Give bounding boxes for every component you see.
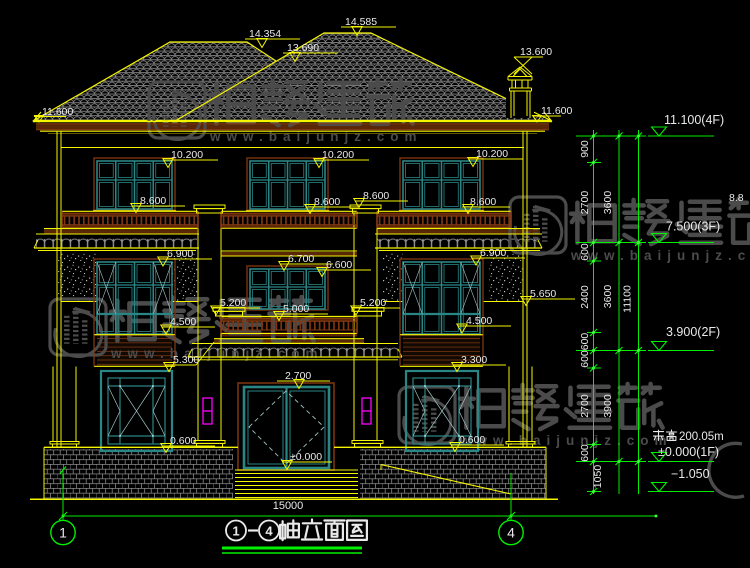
svg-text:±0.000(1F): ±0.000(1F) [658, 445, 719, 459]
svg-text:3600: 3600 [602, 285, 614, 309]
svg-text:4.500: 4.500 [466, 315, 492, 327]
svg-text:6.900: 6.900 [167, 248, 193, 260]
svg-text:900: 900 [579, 140, 591, 158]
svg-text:0.600: 0.600 [459, 434, 485, 446]
svg-text:www.baijunjz.com: www.baijunjz.com [209, 129, 423, 144]
svg-text:11.600: 11.600 [42, 106, 73, 118]
svg-text:8.600: 8.600 [140, 195, 166, 207]
svg-text:5.000: 5.000 [283, 303, 309, 315]
svg-text:1: 1 [59, 525, 67, 541]
svg-text:2.700: 2.700 [285, 370, 311, 382]
svg-text:1: 1 [232, 524, 239, 539]
svg-text:10.200: 10.200 [322, 149, 354, 161]
svg-text:10.200: 10.200 [171, 149, 203, 161]
svg-text:www.baijunjz.com: www.baijunjz.com [459, 433, 673, 448]
svg-text:600: 600 [579, 444, 591, 462]
svg-text:600: 600 [579, 333, 591, 351]
svg-text:8.8: 8.8 [729, 192, 744, 204]
svg-text:3.300: 3.300 [461, 354, 487, 366]
svg-text:0.600: 0.600 [170, 435, 196, 447]
svg-text:8.600: 8.600 [314, 196, 340, 208]
svg-text:11100: 11100 [622, 285, 634, 313]
svg-text:14.585: 14.585 [345, 16, 377, 28]
svg-text:5.650: 5.650 [530, 288, 556, 300]
svg-text:6.900: 6.900 [480, 247, 506, 259]
svg-text:3900: 3900 [602, 394, 614, 418]
svg-text:8.600: 8.600 [363, 190, 389, 202]
svg-text:3.900(2F): 3.900(2F) [666, 325, 720, 339]
svg-text:4.500: 4.500 [170, 316, 196, 328]
svg-text:6.600: 6.600 [326, 259, 352, 271]
svg-text:2700: 2700 [579, 191, 591, 215]
svg-text:±0.000: ±0.000 [290, 451, 322, 463]
svg-text:2700: 2700 [579, 394, 591, 418]
svg-text:−1.050: −1.050 [671, 467, 710, 481]
svg-text:5.300: 5.300 [173, 354, 199, 366]
svg-text:3600: 3600 [602, 191, 614, 215]
svg-text:10.200: 10.200 [476, 148, 508, 160]
svg-text:200.05m: 200.05m [679, 431, 724, 443]
svg-text:5.200: 5.200 [220, 297, 246, 309]
svg-text:5.200: 5.200 [360, 297, 386, 309]
svg-text:15000: 15000 [273, 500, 304, 512]
svg-text:www.baijunjz.com: www.baijunjz.com [110, 346, 324, 361]
svg-text:11.600: 11.600 [541, 105, 572, 117]
svg-text:6.700: 6.700 [288, 253, 314, 265]
svg-text:600: 600 [579, 243, 591, 261]
svg-text:1050: 1050 [592, 465, 604, 489]
svg-text:600: 600 [579, 350, 591, 368]
svg-text:8.600: 8.600 [470, 196, 496, 208]
svg-text:4: 4 [507, 525, 515, 541]
svg-text:2400: 2400 [579, 285, 591, 309]
svg-text:13.690: 13.690 [287, 42, 319, 54]
svg-text:14.354: 14.354 [249, 28, 281, 40]
svg-text:13.600: 13.600 [520, 46, 552, 58]
svg-text:4: 4 [265, 524, 273, 539]
svg-text:www.baijunjz.com: www.baijunjz.com [570, 248, 750, 263]
svg-text:11.100(4F): 11.100(4F) [664, 113, 724, 127]
svg-text:7.500(3F): 7.500(3F) [666, 220, 720, 234]
